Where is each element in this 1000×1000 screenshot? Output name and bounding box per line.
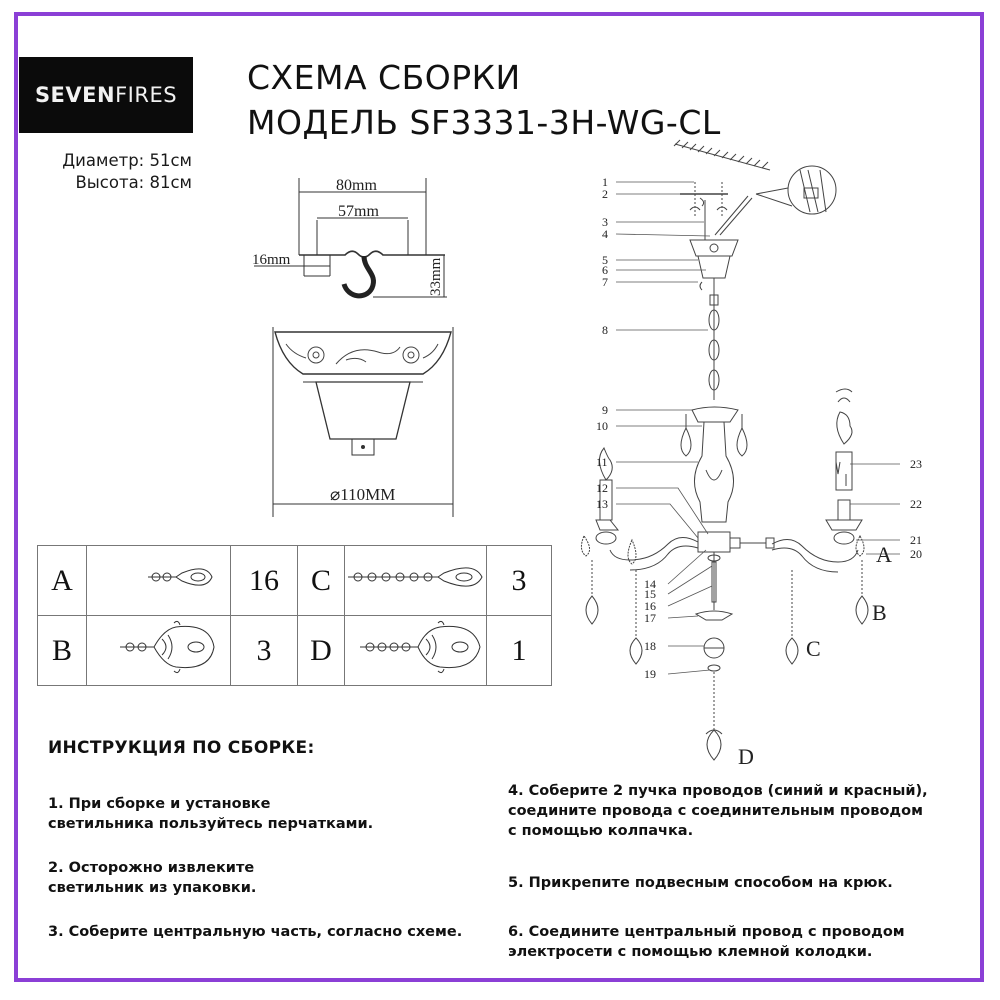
callout-1: 1 [602,175,608,189]
callout-11: 11 [596,455,608,469]
callout-7: 7 [602,275,608,289]
parts-table-row: B 3 D 1 [37,615,552,686]
callout-23: 23 [910,457,922,471]
page-frame [14,12,984,982]
part-letter-c: C [297,545,345,616]
crystal-pendant-ornate-icon [86,615,231,686]
callout-15: 15 [644,587,656,601]
callout-4: 4 [602,227,608,241]
part-letter-d: D [297,615,345,686]
step-5-line-1: 5. Прикрепите подвесным способом на крюк… [508,875,893,891]
crystal-pendant-long-chain-icon [344,545,487,616]
part-qty-b: 3 [230,615,298,686]
callout-8: 8 [602,323,608,337]
callout-20: 20 [910,547,922,561]
title-line-1: СХЕМА СБОРКИ [247,58,521,97]
callout-6: 6 [602,263,608,277]
step-4-line-3: с помощью колпачка. [508,823,694,839]
callout-13: 13 [596,497,608,511]
callout-14: 14 [644,577,656,591]
step-2-line-1: 2. Осторожно извлеките [48,860,255,876]
title-line-2: МОДЕЛЬ SF3331-3H-WG-CL [247,103,721,142]
logo-light-text: FIRES [115,83,178,107]
step-1-line-1: 1. При сборке и установке [48,796,271,812]
callout-18: 18 [644,639,656,653]
callout-22: 22 [910,497,922,511]
arrow-down-icon [835,461,841,475]
label-a: A [876,542,892,567]
step-2-line-2: светильник из упаковки. [48,880,257,896]
callout-21: 21 [910,533,922,547]
dim-16mm: 16mm [252,252,291,268]
product-dimensions: Диаметр: 51см Высота: 81см [20,150,192,194]
part-qty-a: 16 [230,545,298,616]
step-6-line-2: электросети с помощью клемной колодки. [508,944,873,960]
parts-table-row: A 16 C 3 [37,545,552,616]
instructions-heading: ИНСТРУКЦИЯ ПО СБОРКЕ: [48,738,315,758]
step-4-line-1: 4. Соберите 2 пучка проводов (синий и кр… [508,783,928,799]
part-qty-d: 1 [486,615,552,686]
callout-9: 9 [602,403,608,417]
part-letter-b: B [37,615,87,686]
canopy-diameter-label: ⌀110MM [330,485,395,504]
crystal-pendant-ornate-long-icon [344,615,487,686]
ceiling-hatch-icon [673,139,771,171]
part-letter-a: A [37,545,87,616]
label-b: B [872,600,887,625]
callout-12: 12 [596,481,608,495]
height-spec: Высота: 81см [75,173,192,192]
diameter-spec: Диаметр: 51см [62,151,192,170]
callout-16: 16 [644,599,656,613]
instruction-step-2: 2. Осторожно извлеките светильник из упа… [48,858,256,898]
instruction-step-6: 6. Соедините центральный провод с провод… [508,922,905,962]
step-6-line-1: 6. Соедините центральный провод с провод… [508,924,905,940]
part-qty-c: 3 [486,545,552,616]
step-4-line-2: соедините провода с соединительным прово… [508,803,923,819]
callout-17: 17 [644,611,656,625]
chandelier-exploded-diagram: 1 2 3 4 5 6 7 8 9 10 11 12 13 14 15 16 1… [580,139,922,769]
label-c: C [806,636,821,661]
callout-5: 5 [602,253,608,267]
logo-bold-text: SEVEN [34,83,116,107]
parts-table: A 16 C 3 B 3 D 1 [37,545,552,686]
instruction-step-1: 1. При сборке и установке светильника по… [48,794,373,834]
instruction-step-4: 4. Соберите 2 пучка проводов (синий и кр… [508,781,928,841]
step-3-line-1: 3. Соберите центральную часть, согласно … [48,924,463,940]
instruction-step-3: 3. Соберите центральную часть, согласно … [48,922,462,942]
page-title: СХЕМА СБОРКИ МОДЕЛЬ SF3331-3H-WG-CL [247,55,721,145]
hook-dimension-drawing: 80mm 57mm 16mm 33mm [252,177,447,299]
label-d: D [738,744,754,769]
rotate-arrow-icon [835,388,853,393]
brand-logo: SEVENFIRES [19,57,193,133]
callout-2: 2 [602,187,608,201]
dim-57mm: 57mm [338,203,379,220]
callout-3: 3 [602,215,608,229]
dim-80mm: 80mm [336,177,377,194]
callout-10: 10 [596,419,608,433]
crystal-pendant-short-icon [86,545,231,616]
instruction-step-5: 5. Прикрепите подвесным способом на крюк… [508,873,893,893]
canopy-drawing: ⌀110MM [272,327,454,517]
step-1-line-2: светильника пользуйтесь перчатками. [48,816,374,832]
dim-33mm: 33mm [428,257,444,296]
callout-19: 19 [644,667,656,681]
